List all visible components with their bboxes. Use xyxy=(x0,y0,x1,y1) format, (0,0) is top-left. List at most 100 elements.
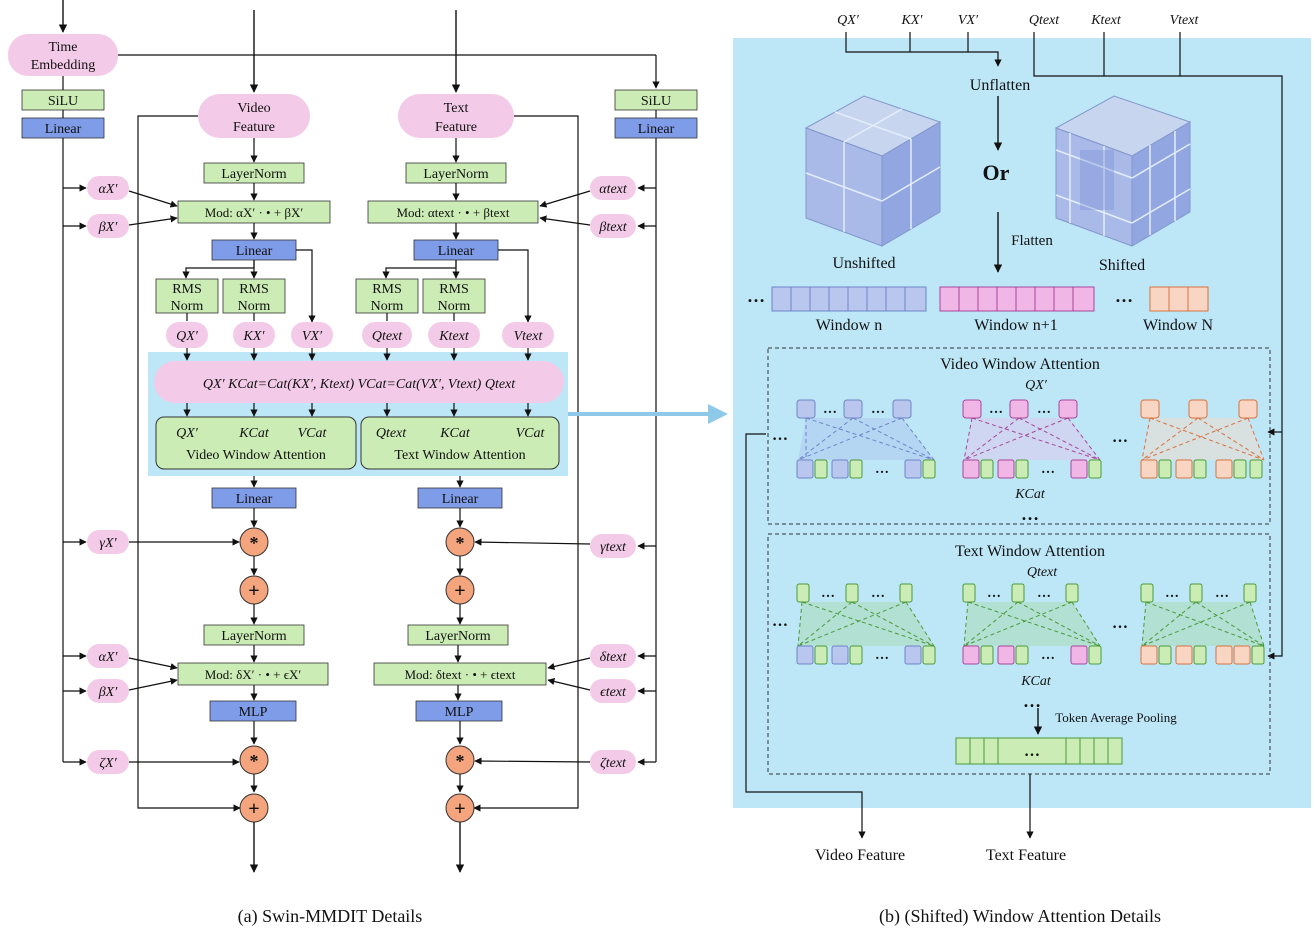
layernorm-text-2-label: LayerNorm xyxy=(425,629,490,644)
silu-right-label: SiLU xyxy=(641,94,671,109)
window-n1-tokens xyxy=(939,286,1095,312)
add-video-1-sign: + xyxy=(248,580,259,602)
q-video-pill xyxy=(166,322,208,348)
rmsnorm-video-k xyxy=(222,278,286,314)
add-video-2-sign: + xyxy=(248,798,259,820)
token-pooling-label: Token Average Pooling xyxy=(1055,710,1177,725)
text-feature-label-2: Feature xyxy=(435,120,477,135)
shifted-cube-icon xyxy=(1054,95,1192,247)
multiply-text-2-sign: * xyxy=(456,751,465,771)
multiply-text-1-sign: * xyxy=(456,533,465,553)
video-feature-label-2: Feature xyxy=(233,120,275,135)
delta-text: δtext xyxy=(600,650,628,665)
svg-text:…: … xyxy=(1037,586,1051,601)
linear-out-text-label: Linear xyxy=(442,492,479,507)
q-text-label: Qtext xyxy=(372,329,403,344)
text-attn-vellipsis: … xyxy=(1023,691,1041,711)
windows-ellipsis-right: … xyxy=(1115,286,1133,306)
svg-text:…: … xyxy=(823,402,837,417)
v-text-pill xyxy=(502,322,554,348)
video-window-attention-detail xyxy=(767,347,1271,525)
beta-video-1: βX′ xyxy=(98,220,119,235)
svg-text:…: … xyxy=(1037,402,1051,417)
video-window-attention-block xyxy=(155,416,357,470)
rmsnorm-video-q-label-1: RMS xyxy=(172,282,202,297)
svg-text:…: … xyxy=(987,586,1001,601)
svg-text:…: … xyxy=(875,648,889,663)
mod-text-2-label: Mod: δtext · • + ϵtext xyxy=(404,667,515,682)
text-attn-ellipsis-mid: … xyxy=(1112,615,1128,632)
video-attn-vellipsis: … xyxy=(1021,504,1039,524)
svg-text:…: … xyxy=(1024,743,1040,760)
unshifted-label: Unshifted xyxy=(832,255,895,272)
rmsnorm-text-k xyxy=(422,278,486,314)
caption-left: (a) Swin-MMDIT Details xyxy=(238,906,423,927)
q-video-label: QX′ xyxy=(176,329,199,344)
video-feature-block xyxy=(198,94,310,138)
svg-text:…: … xyxy=(989,402,1003,417)
mlp-video xyxy=(209,700,297,722)
concat-qkv-block xyxy=(154,361,564,403)
text-feature-block xyxy=(398,94,514,138)
add-text-2-sign: + xyxy=(454,798,465,820)
video-attn-window-pink: … … … xyxy=(962,399,1102,479)
rmsnorm-text-q xyxy=(355,278,419,314)
video-attn-q-label: QX′ xyxy=(1025,378,1048,393)
text-window-attention-block xyxy=(360,416,560,470)
mod-video-2 xyxy=(177,662,329,686)
text-attn-ellipsis-left: … xyxy=(772,613,788,630)
gamma-video: γX′ xyxy=(99,536,117,551)
svg-text:…: … xyxy=(1041,648,1055,663)
output-text-feature: Text Feature xyxy=(986,847,1066,864)
mod-video-1-label: Mod: αX′ · • + βX′ xyxy=(205,205,304,220)
caption-right: (b) (Shifted) Window Attention Details xyxy=(879,906,1161,927)
v-video-pill xyxy=(291,322,333,348)
v-video-label: VX′ xyxy=(302,329,323,344)
svg-text:…: … xyxy=(875,462,889,477)
gamma-text: γtext xyxy=(600,540,627,555)
rmsnorm-video-k-label-2: Norm xyxy=(238,299,271,314)
mlp-text-label: MLP xyxy=(445,705,474,720)
k-text-pill xyxy=(428,322,480,348)
mod-text-1-label: Mod: αtext · • + βtext xyxy=(396,205,509,220)
right-param-pills: αtext βtext γtext δtext ϵtext ζtext xyxy=(474,176,656,774)
mod-text-1 xyxy=(367,200,539,224)
input-k-video: KX′ xyxy=(901,13,924,28)
window-n-label: Window n xyxy=(816,317,882,334)
or-label: Or xyxy=(983,160,1010,185)
svg-text:…: … xyxy=(871,586,885,601)
unshifted-cube-icon xyxy=(804,95,942,247)
rmsnorm-text-k-label-1: RMS xyxy=(439,282,469,297)
text-attn-q-label: Qtext xyxy=(1027,565,1058,580)
input-q-text: Qtext xyxy=(1029,13,1060,28)
video-attn-ellipsis-left: … xyxy=(772,427,788,444)
text-attn-window-blue: … … … xyxy=(796,583,936,665)
layernorm-text-1-label: LayerNorm xyxy=(423,167,488,182)
input-v-text: Vtext xyxy=(1170,13,1200,28)
video-attn-ellipsis-mid: … xyxy=(1112,429,1128,446)
video-attn-k: KCat xyxy=(238,426,270,441)
text-attn-q: Qtext xyxy=(376,426,407,441)
silu-left-label: SiLU xyxy=(48,94,78,109)
svg-text:…: … xyxy=(1041,462,1055,477)
windows-ellipsis-left: … xyxy=(747,286,765,306)
text-window-attention-label: Text Window Attention xyxy=(394,448,525,463)
mod-video-2-label: Mod: δX′ · • + ϵX′ xyxy=(205,667,302,682)
k-video-pill xyxy=(233,322,275,348)
svg-text:…: … xyxy=(1165,586,1179,601)
layernorm-video-2-label: LayerNorm xyxy=(221,629,286,644)
alpha-video-2: αX′ xyxy=(99,650,119,665)
concat-qkv-label: QX′ KCat=Cat(KX′, Ktext) VCat=Cat(VX′, V… xyxy=(203,377,516,392)
rmsnorm-text-k-label-2: Norm xyxy=(438,299,471,314)
video-feature-label-1: Video xyxy=(237,101,270,116)
rmsnorm-video-k-label-1: RMS xyxy=(239,282,269,297)
unflatten-label: Unflatten xyxy=(970,77,1030,94)
svg-text:…: … xyxy=(1215,586,1229,601)
epsilon-text: ϵtext xyxy=(600,685,627,700)
linear-out-video-label: Linear xyxy=(236,492,273,507)
mod-text-2 xyxy=(373,662,547,686)
layernorm-video-1-label: LayerNorm xyxy=(221,167,286,182)
mlp-video-label: MLP xyxy=(239,705,268,720)
rmsnorm-video-q-label-2: Norm xyxy=(171,299,204,314)
